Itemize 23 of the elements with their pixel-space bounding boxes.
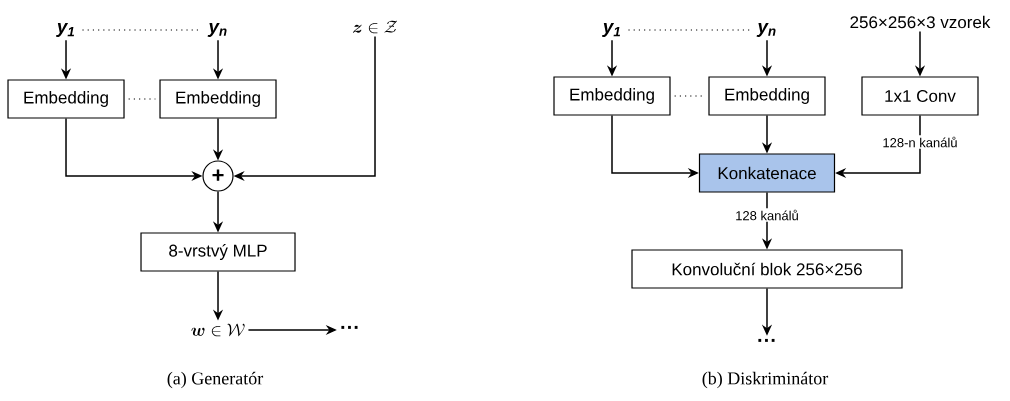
process-box: Embedding bbox=[708, 76, 826, 116]
input-label: 256×256×3 vzorek bbox=[850, 15, 991, 29]
ellipsis: ··· bbox=[341, 325, 358, 329]
process-box: Embedding bbox=[7, 79, 125, 119]
input-label: $\boldsymbol{w} \in \mathcal{W}$ bbox=[191, 323, 245, 337]
input-label: y$_{n}$ bbox=[756, 23, 776, 37]
edge-label: 128-n kanálů bbox=[880, 135, 960, 149]
dotted-line bbox=[674, 95, 705, 97]
process-box: Embedding bbox=[553, 76, 671, 116]
ellipsis: ··· bbox=[758, 338, 775, 342]
input-label: y$_{1}$ bbox=[602, 23, 620, 37]
caption: (b) Diskriminátor bbox=[702, 371, 829, 389]
process-box: 8-vrstvý MLP bbox=[140, 232, 296, 272]
process-box: Konvoluční blok 256×256 bbox=[631, 249, 903, 289]
dotted-line bbox=[627, 29, 751, 31]
input-label: $\boldsymbol{z} \in \mathcal{Z}$ bbox=[353, 20, 397, 34]
input-label: y$_{1}$ bbox=[56, 23, 75, 37]
caption: (a) Generatór bbox=[167, 371, 264, 389]
process-box: Embedding bbox=[159, 79, 277, 119]
input-label: y$_{n}$ bbox=[207, 23, 227, 37]
edge-label: 128 kanálů bbox=[733, 208, 801, 222]
process-box: Konkatenace bbox=[698, 153, 836, 193]
process-box: 1x1 Conv bbox=[861, 76, 979, 116]
